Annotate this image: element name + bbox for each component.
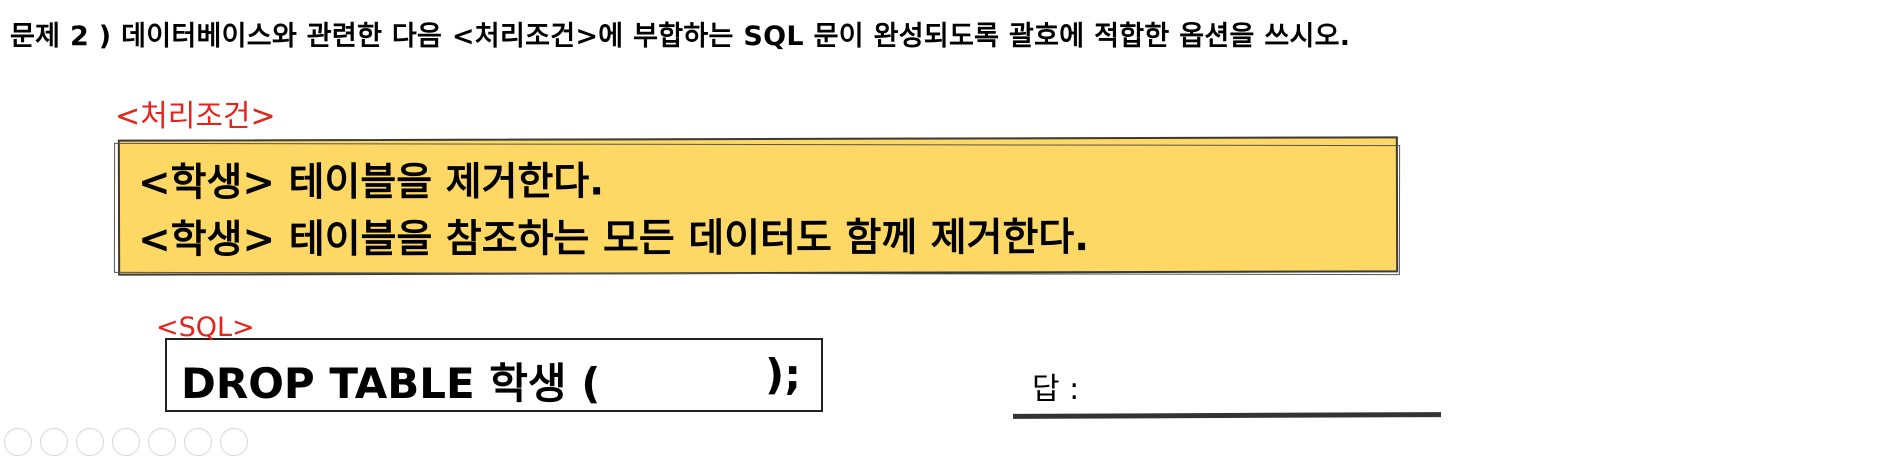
sql-box: DROP TABLE 학생 ( );: [165, 338, 823, 412]
pager-dot-icon[interactable]: [40, 428, 68, 456]
pager-dot-icon[interactable]: [4, 428, 32, 456]
pager-dot-icon[interactable]: [76, 428, 104, 456]
conditions-label: <처리조건>: [115, 99, 276, 134]
sql-label: <SQL>: [156, 312, 255, 343]
answer-label: 답 :: [1032, 372, 1080, 407]
question-text: 문제 2 ) 데이터베이스와 관련한 다음 <처리조건>에 부합하는 SQL 문…: [10, 21, 1351, 52]
pager-dot-icon[interactable]: [220, 428, 248, 456]
condition-line-1: <학생> 테이블을 제거한다.: [137, 159, 605, 206]
sql-statement: DROP TABLE 학생 (: [181, 359, 601, 408]
pager-dot-icon[interactable]: [148, 428, 176, 456]
conditions-box: <학생> 테이블을 제거한다. <학생> 테이블을 참조하는 모든 데이터도 함…: [113, 136, 1401, 276]
answer-underline[interactable]: [1012, 412, 1442, 419]
pager-dot-icon[interactable]: [112, 428, 140, 456]
pager-dot-icon[interactable]: [184, 428, 212, 456]
slide-pager: [4, 428, 248, 456]
condition-line-2: <학생> 테이블을 참조하는 모든 데이터도 함께 제거한다.: [138, 215, 1090, 263]
sql-closing: );: [765, 350, 801, 399]
